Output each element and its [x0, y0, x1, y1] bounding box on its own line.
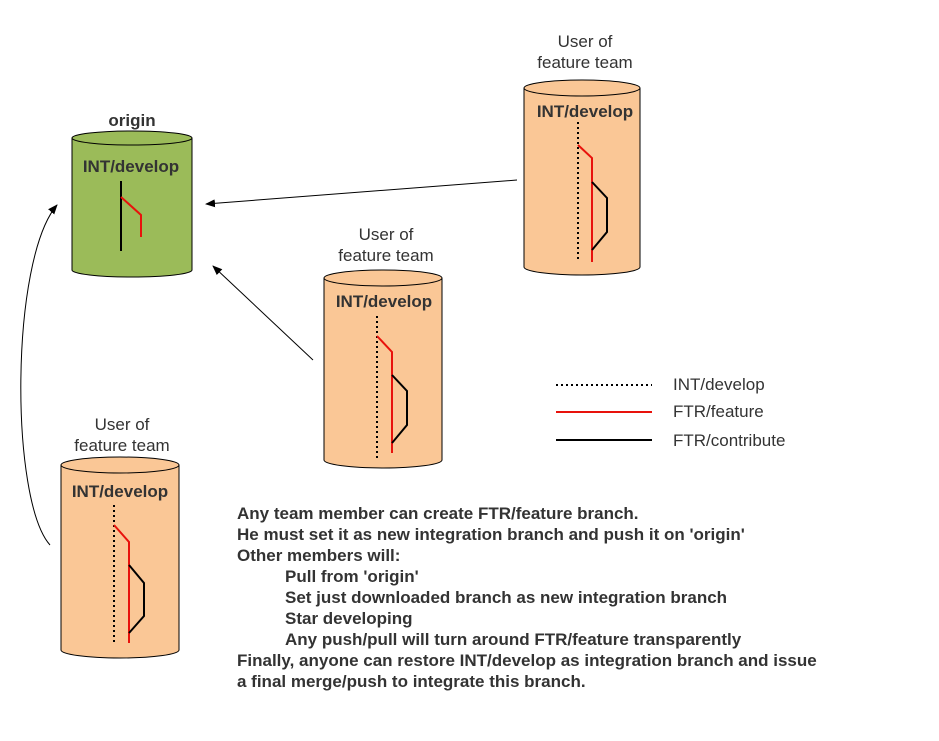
user-branch-label: INT/develop	[72, 482, 168, 501]
user-title-line1: User of	[359, 225, 414, 244]
note-step: Pull from 'origin'	[285, 567, 419, 586]
ftr-feature-line	[113, 524, 130, 643]
user-title-line1: User of	[95, 415, 150, 434]
note-line: Other members will:	[237, 546, 401, 565]
ftr-contribute-line	[391, 374, 408, 444]
push-arrow-top-right-to-origin	[205, 179, 518, 208]
origin-title: origin	[108, 111, 155, 130]
pull-arrow-bottom-left-to-origin	[20, 204, 58, 546]
push-arrow-middle-to-origin	[212, 265, 314, 361]
origin-repository: origin INT/develop	[71, 111, 193, 278]
note-line: He must set it as new integration branch…	[237, 525, 745, 544]
legend: INT/develop FTR/feature FTR/contribute	[556, 375, 785, 450]
origin-branch-label: INT/develop	[83, 157, 179, 176]
origin-ftr-feature-line	[120, 196, 142, 237]
ftr-contribute-line	[591, 181, 608, 251]
user-title-line2: feature team	[338, 246, 433, 265]
user-repository-middle: User of feature team INT/develop	[323, 225, 443, 469]
explanation-note: Any team member can create FTR/feature b…	[237, 503, 817, 692]
user-title-line1: User of	[558, 32, 613, 51]
legend-ftr-contribute-label: FTR/contribute	[673, 431, 785, 450]
user-branch-label: INT/develop	[537, 102, 633, 121]
legend-int-develop-label: INT/develop	[673, 375, 765, 394]
ftr-feature-line	[577, 144, 593, 262]
note-line: Any team member can create FTR/feature b…	[237, 504, 639, 523]
note-step: Star developing	[285, 609, 413, 628]
user-branch-label: INT/develop	[336, 292, 432, 311]
note-line: Finally, anyone can restore INT/develop …	[237, 651, 817, 670]
user-repository-top-right: User of feature team INT/develop	[523, 32, 641, 276]
user-title-line2: feature team	[74, 436, 169, 455]
note-step: Set just downloaded branch as new integr…	[285, 588, 728, 607]
note-line: a final merge/push to integrate this bra…	[237, 672, 586, 691]
legend-ftr-feature-label: FTR/feature	[673, 402, 764, 421]
ftr-feature-line	[376, 335, 393, 453]
user-title-line2: feature team	[537, 53, 632, 72]
note-step: Any push/pull will turn around FTR/featu…	[285, 630, 742, 649]
ftr-contribute-line	[128, 564, 145, 634]
user-repository-bottom-left: User of feature team INT/develop	[60, 415, 180, 659]
